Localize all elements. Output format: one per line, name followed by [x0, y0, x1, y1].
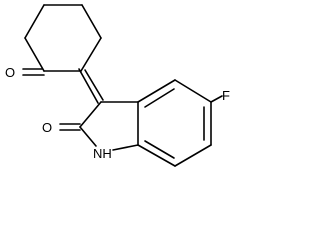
bond-c2-n1 [79, 126, 97, 147]
bond-ring-upper-right [81, 4, 102, 39]
bond-benz-top-right [174, 79, 212, 103]
fluorine-label: F [222, 88, 230, 103]
benzene-ring [137, 79, 212, 167]
bond-ring-lower-left [24, 37, 45, 72]
lactam-ring [79, 101, 139, 151]
chemical-structure: O O F NH [5, 4, 230, 167]
bond-benz-inner-3 [144, 140, 175, 159]
bond-exo-outer [78, 68, 99, 104]
bond-n1-c7a [112, 144, 139, 151]
bond-benz-inner-1 [144, 88, 175, 108]
ketone-oxygen-label: O [5, 65, 15, 80]
lactam-double-bond [59, 123, 81, 131]
bond-benz-bottom-right [174, 144, 212, 167]
cyclohexanone-ring [24, 4, 102, 72]
bond-benz-bottom-left [137, 144, 176, 167]
bond-ring-lower-right [80, 37, 102, 72]
bond-c3-c2 [79, 101, 102, 128]
bond-exo-inner [84, 69, 104, 101]
bond-c-f [210, 95, 223, 103]
bond-benz-top-left [137, 79, 176, 103]
exocyclic-double-bond [78, 68, 104, 104]
lactam-oxygen-label: O [42, 120, 52, 135]
nh-label: NH [93, 146, 112, 161]
ketone-double-bond [22, 68, 45, 76]
bond-ring-upper-left [24, 4, 45, 39]
